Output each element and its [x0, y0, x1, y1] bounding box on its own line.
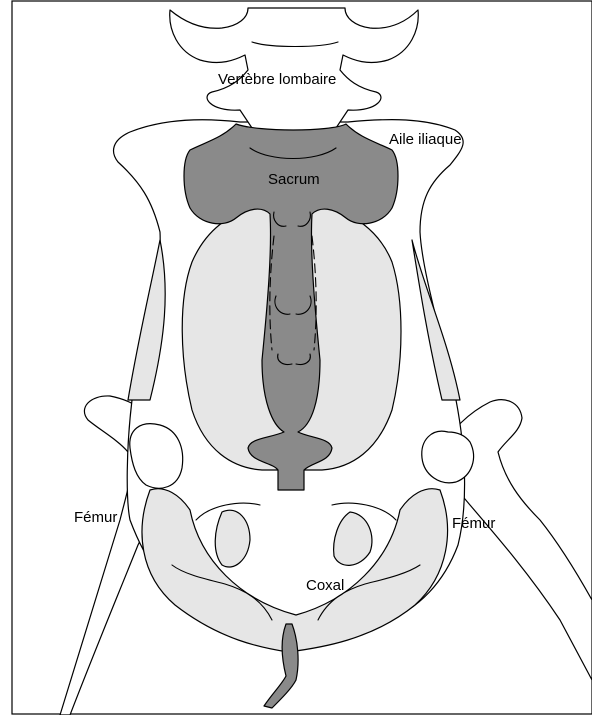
label-sacrum: Sacrum	[268, 172, 320, 187]
femoral-head-right	[422, 431, 474, 483]
label-coxal: Coxal	[306, 578, 344, 593]
label-femur-right: Fémur	[452, 516, 495, 531]
label-femur-left: Fémur	[74, 510, 117, 525]
label-vertebre-lombaire: Vertèbre lombaire	[218, 72, 336, 87]
label-aile-iliaque: Aile iliaque	[389, 132, 462, 147]
